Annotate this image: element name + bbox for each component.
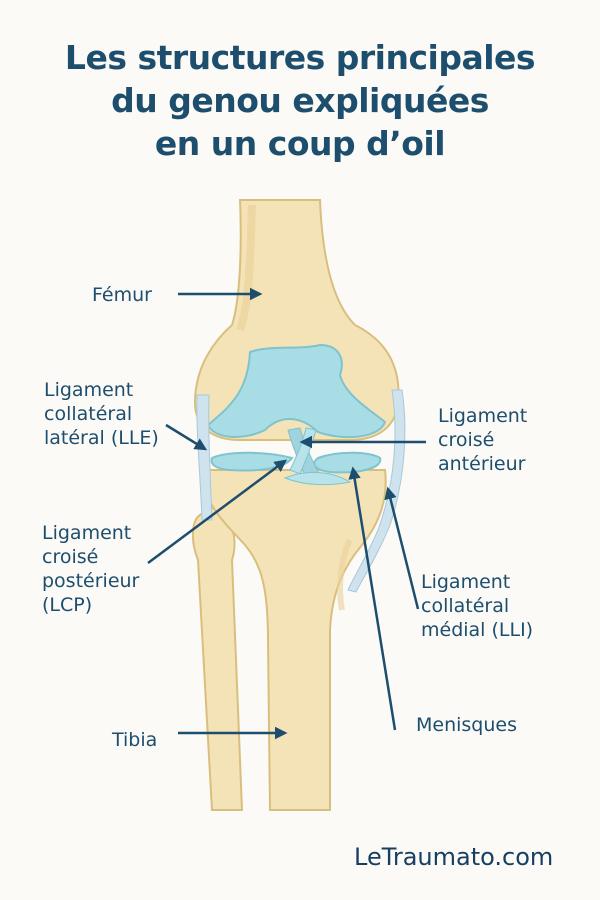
label-menisques: Menisques bbox=[416, 714, 517, 736]
label-medial-collateral-ligament: Ligament collatéral médial (LLI) bbox=[421, 571, 534, 641]
arrow-menisques bbox=[348, 466, 397, 731]
menisci bbox=[210, 451, 382, 474]
title-line-3: en un coup d’oil bbox=[154, 124, 446, 163]
title-line-2: du genou expliquées bbox=[111, 81, 489, 120]
lateral-collateral-ligament bbox=[196, 394, 213, 521]
brand-footer: LeTraumato.com bbox=[354, 843, 554, 871]
label-lateral-collateral-ligament: Ligament collatéral latéral (LLE) bbox=[44, 379, 159, 449]
label-femur: Fémur bbox=[92, 284, 152, 306]
tibia-bone bbox=[203, 469, 387, 811]
arrow-lcp bbox=[147, 459, 288, 565]
fibula bbox=[192, 506, 244, 811]
arrow-lle bbox=[165, 423, 208, 451]
title-line-1: Les structures principales bbox=[64, 38, 536, 77]
page-title: Les structures principales du genou expl… bbox=[0, 36, 600, 165]
label-tibia: Tibia bbox=[112, 729, 158, 751]
arrow-lli bbox=[384, 486, 420, 610]
label-posterior-cruciate-ligament: Ligament croisé postérieur (LCP) bbox=[42, 522, 140, 616]
pointer-arrows bbox=[147, 287, 426, 740]
label-anterior-cruciate-ligament: Ligament croisé antérieur bbox=[438, 405, 528, 475]
